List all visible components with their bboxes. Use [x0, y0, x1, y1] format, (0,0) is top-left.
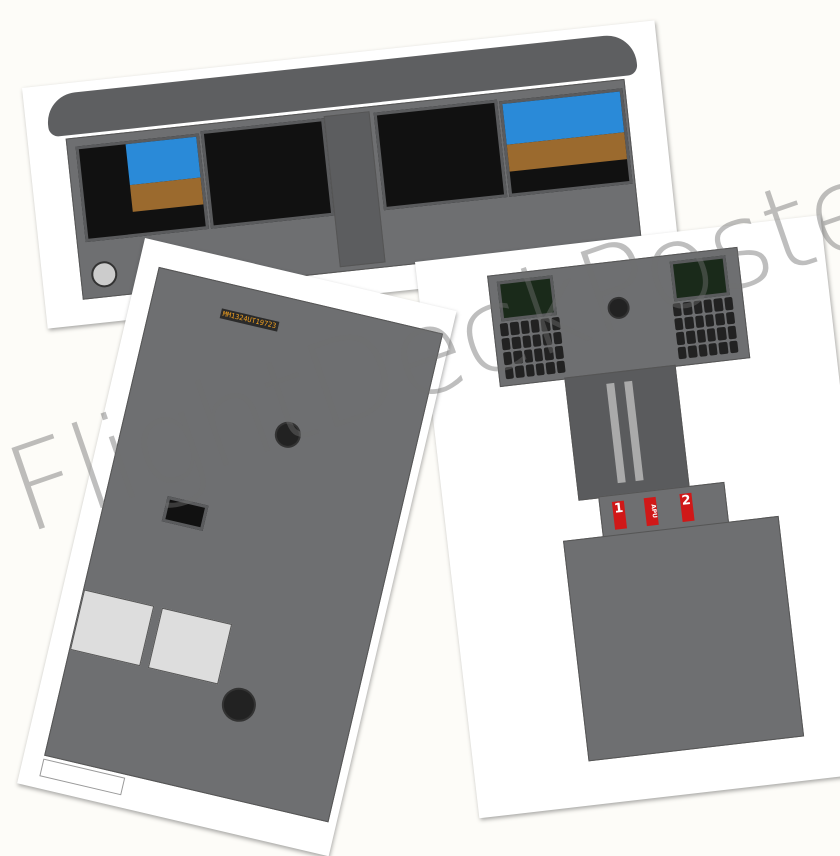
- captain-cdu-screen: [496, 275, 558, 322]
- cdu-panel: [487, 246, 751, 388]
- throttle-quadrant: [564, 364, 690, 501]
- throttle-lever-1: [606, 382, 626, 484]
- captain-cdu-keypad: [499, 316, 566, 380]
- poster-pedestal-panel: 1 APU 2: [415, 215, 840, 819]
- fuel-display: [161, 495, 209, 531]
- overhead-panel: MM1324UT19723: [44, 266, 444, 823]
- fire-handle-1: 1: [611, 500, 628, 530]
- fo-pfd-display: [499, 88, 633, 197]
- poster-overhead-panel: MM1324UT19723: [17, 238, 457, 856]
- radio-panels: [563, 515, 805, 762]
- captain-nd-display: [200, 118, 335, 229]
- pressurization-knob: [272, 419, 304, 451]
- fo-cdu-screen: [669, 255, 730, 302]
- fo-cdu-keypad: [672, 296, 739, 360]
- fire-handle-2: 2: [679, 492, 695, 522]
- tiller-knob: [89, 260, 119, 289]
- clock-readout: MM1324UT19723: [219, 308, 280, 332]
- throttle-lever-2: [624, 380, 644, 482]
- fo-nd-display: [373, 99, 508, 211]
- captain-pfd-display: [75, 133, 210, 243]
- weather-radar-knob: [606, 295, 631, 321]
- air-conditioning-panel: [147, 607, 233, 685]
- fire-handle-apu: APU: [643, 496, 659, 527]
- hydraulic-panel: [69, 589, 155, 667]
- standby-instrument: [218, 684, 260, 726]
